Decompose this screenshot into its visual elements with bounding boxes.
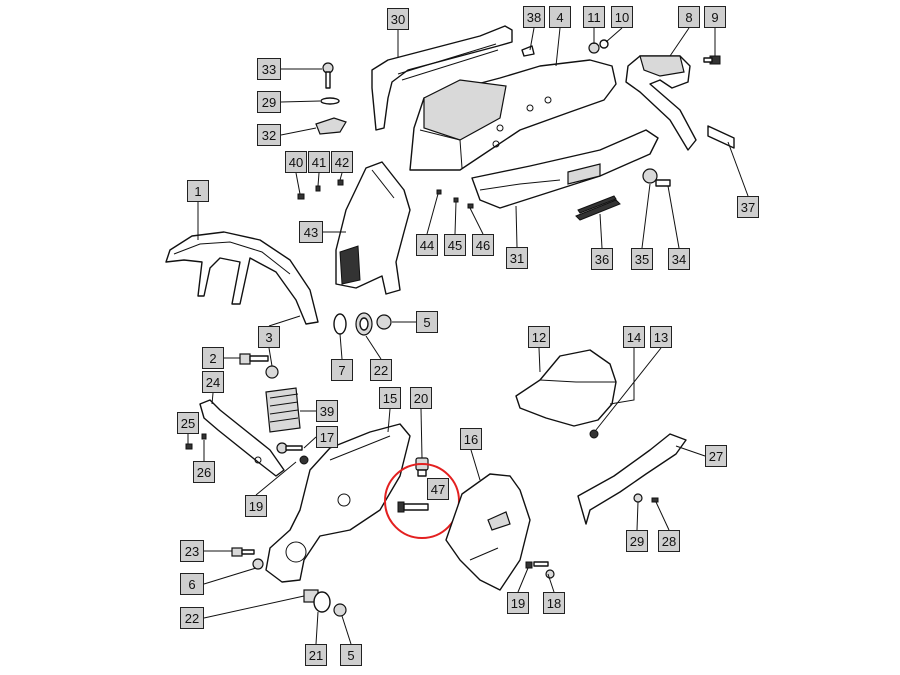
part-32-clip[interactable] xyxy=(315,117,347,135)
callout-label-14[interactable]: 14 xyxy=(623,326,645,348)
part-41-screw[interactable] xyxy=(315,185,321,192)
callout-label-5[interactable]: 5 xyxy=(340,644,362,666)
part-12-seat-pan[interactable] xyxy=(515,349,617,427)
callout-label-24[interactable]: 24 xyxy=(202,371,224,393)
part-16-right-cover[interactable] xyxy=(445,473,531,591)
callout-label-10[interactable]: 10 xyxy=(611,6,633,28)
part-5-nut-b[interactable] xyxy=(333,603,347,617)
callout-label-20[interactable]: 20 xyxy=(410,387,432,409)
callout-label-22[interactable]: 22 xyxy=(180,607,204,629)
part-29-washer-b[interactable] xyxy=(633,493,643,503)
callout-label-21[interactable]: 21 xyxy=(305,644,327,666)
callout-label-43[interactable]: 43 xyxy=(299,221,323,243)
callout-label-29[interactable]: 29 xyxy=(626,530,648,552)
part-26-screw[interactable] xyxy=(201,433,207,440)
part-25-screw[interactable] xyxy=(185,443,193,450)
part-1-front-fender[interactable] xyxy=(165,231,319,325)
part-11-nut[interactable] xyxy=(588,42,600,54)
part-35-bolt[interactable] xyxy=(642,168,671,187)
callout-label-22[interactable]: 22 xyxy=(370,359,392,381)
part-39-mesh-pad[interactable] xyxy=(265,387,301,433)
part-7-washer[interactable] xyxy=(333,313,347,335)
callout-label-30[interactable]: 30 xyxy=(387,8,409,30)
callout-label-35[interactable]: 35 xyxy=(631,248,653,270)
callout-label-19[interactable]: 19 xyxy=(245,495,267,517)
part-46-screw[interactable] xyxy=(467,203,474,209)
callout-label-27[interactable]: 27 xyxy=(705,445,727,467)
part-4-rear-body[interactable] xyxy=(409,59,617,171)
callout-label-19[interactable]: 19 xyxy=(507,592,529,614)
part-19-screw[interactable] xyxy=(525,561,533,569)
callout-label-46[interactable]: 46 xyxy=(472,234,494,256)
part-33-screw[interactable] xyxy=(322,62,334,89)
part-45-screw[interactable] xyxy=(453,197,459,203)
part-18-screw[interactable] xyxy=(533,561,555,579)
part-2-bolt[interactable] xyxy=(239,353,269,365)
callout-label-23[interactable]: 23 xyxy=(180,540,204,562)
part-28-screw[interactable] xyxy=(651,497,659,503)
callout-label-18[interactable]: 18 xyxy=(543,592,565,614)
leader-lines xyxy=(187,27,749,645)
part-24-bracket[interactable] xyxy=(199,399,285,477)
callout-label-1[interactable]: 1 xyxy=(187,180,209,202)
part-29-washer[interactable] xyxy=(320,97,340,105)
callout-label-17[interactable]: 17 xyxy=(316,426,338,448)
callout-label-34[interactable]: 34 xyxy=(668,248,690,270)
callout-label-40[interactable]: 40 xyxy=(285,151,307,173)
callout-label-38[interactable]: 38 xyxy=(523,6,545,28)
callout-label-13[interactable]: 13 xyxy=(650,326,672,348)
part-42-screw[interactable] xyxy=(337,179,344,186)
callout-label-12[interactable]: 12 xyxy=(528,326,550,348)
part-5-nut[interactable] xyxy=(376,314,392,330)
callout-label-36[interactable]: 36 xyxy=(591,248,613,270)
callout-label-4[interactable]: 4 xyxy=(549,6,571,28)
part-31-side-panel[interactable] xyxy=(471,129,659,209)
callout-label-15[interactable]: 15 xyxy=(379,387,401,409)
part-23-bolt[interactable] xyxy=(231,547,255,557)
callout-label-41[interactable]: 41 xyxy=(308,151,330,173)
callout-label-7[interactable]: 7 xyxy=(331,359,353,381)
callout-label-28[interactable]: 28 xyxy=(658,530,680,552)
callout-label-31[interactable]: 31 xyxy=(506,247,528,269)
part-36-grille[interactable] xyxy=(575,195,621,221)
part-20-cap[interactable] xyxy=(415,457,429,477)
part-43-front-cowl[interactable] xyxy=(335,161,411,295)
part-44-screw[interactable] xyxy=(436,189,442,195)
callout-label-25[interactable]: 25 xyxy=(177,412,199,434)
part-37-reflector[interactable] xyxy=(707,125,735,149)
part-8-tail-bracket[interactable] xyxy=(625,55,697,151)
callout-label-26[interactable]: 26 xyxy=(193,461,215,483)
part-38-clip[interactable] xyxy=(521,45,535,57)
callout-label-32[interactable]: 32 xyxy=(257,124,281,146)
callout-label-6[interactable]: 6 xyxy=(180,573,204,595)
callout-label-11[interactable]: 11 xyxy=(583,6,605,28)
part-30-carrier-rail[interactable] xyxy=(371,25,513,131)
part-21-washer[interactable] xyxy=(313,591,331,613)
part-3-nut[interactable] xyxy=(265,365,279,379)
callout-label-45[interactable]: 45 xyxy=(444,234,466,256)
part-22-spacer[interactable] xyxy=(355,312,373,336)
callout-label-37[interactable]: 37 xyxy=(737,196,759,218)
callout-label-47[interactable]: 47 xyxy=(427,478,449,500)
callout-label-9[interactable]: 9 xyxy=(704,6,726,28)
callout-label-44[interactable]: 44 xyxy=(416,234,438,256)
callout-label-33[interactable]: 33 xyxy=(257,58,281,80)
callout-label-8[interactable]: 8 xyxy=(678,6,700,28)
part-15-left-cover[interactable] xyxy=(265,423,411,583)
callout-label-5[interactable]: 5 xyxy=(416,311,438,333)
part-40-screw[interactable] xyxy=(297,193,305,200)
part-13-screw[interactable] xyxy=(589,429,599,439)
callout-label-42[interactable]: 42 xyxy=(331,151,353,173)
part-17-bolt[interactable] xyxy=(276,442,309,465)
callout-label-3[interactable]: 3 xyxy=(258,326,280,348)
callout-label-2[interactable]: 2 xyxy=(202,347,224,369)
callout-label-29[interactable]: 29 xyxy=(257,91,281,113)
part-9-bolt[interactable] xyxy=(703,55,721,65)
callout-label-39[interactable]: 39 xyxy=(316,400,338,422)
part-27-rear-bracket[interactable] xyxy=(577,433,687,525)
callout-label-16[interactable]: 16 xyxy=(460,428,482,450)
part-6-nut[interactable] xyxy=(252,558,264,570)
